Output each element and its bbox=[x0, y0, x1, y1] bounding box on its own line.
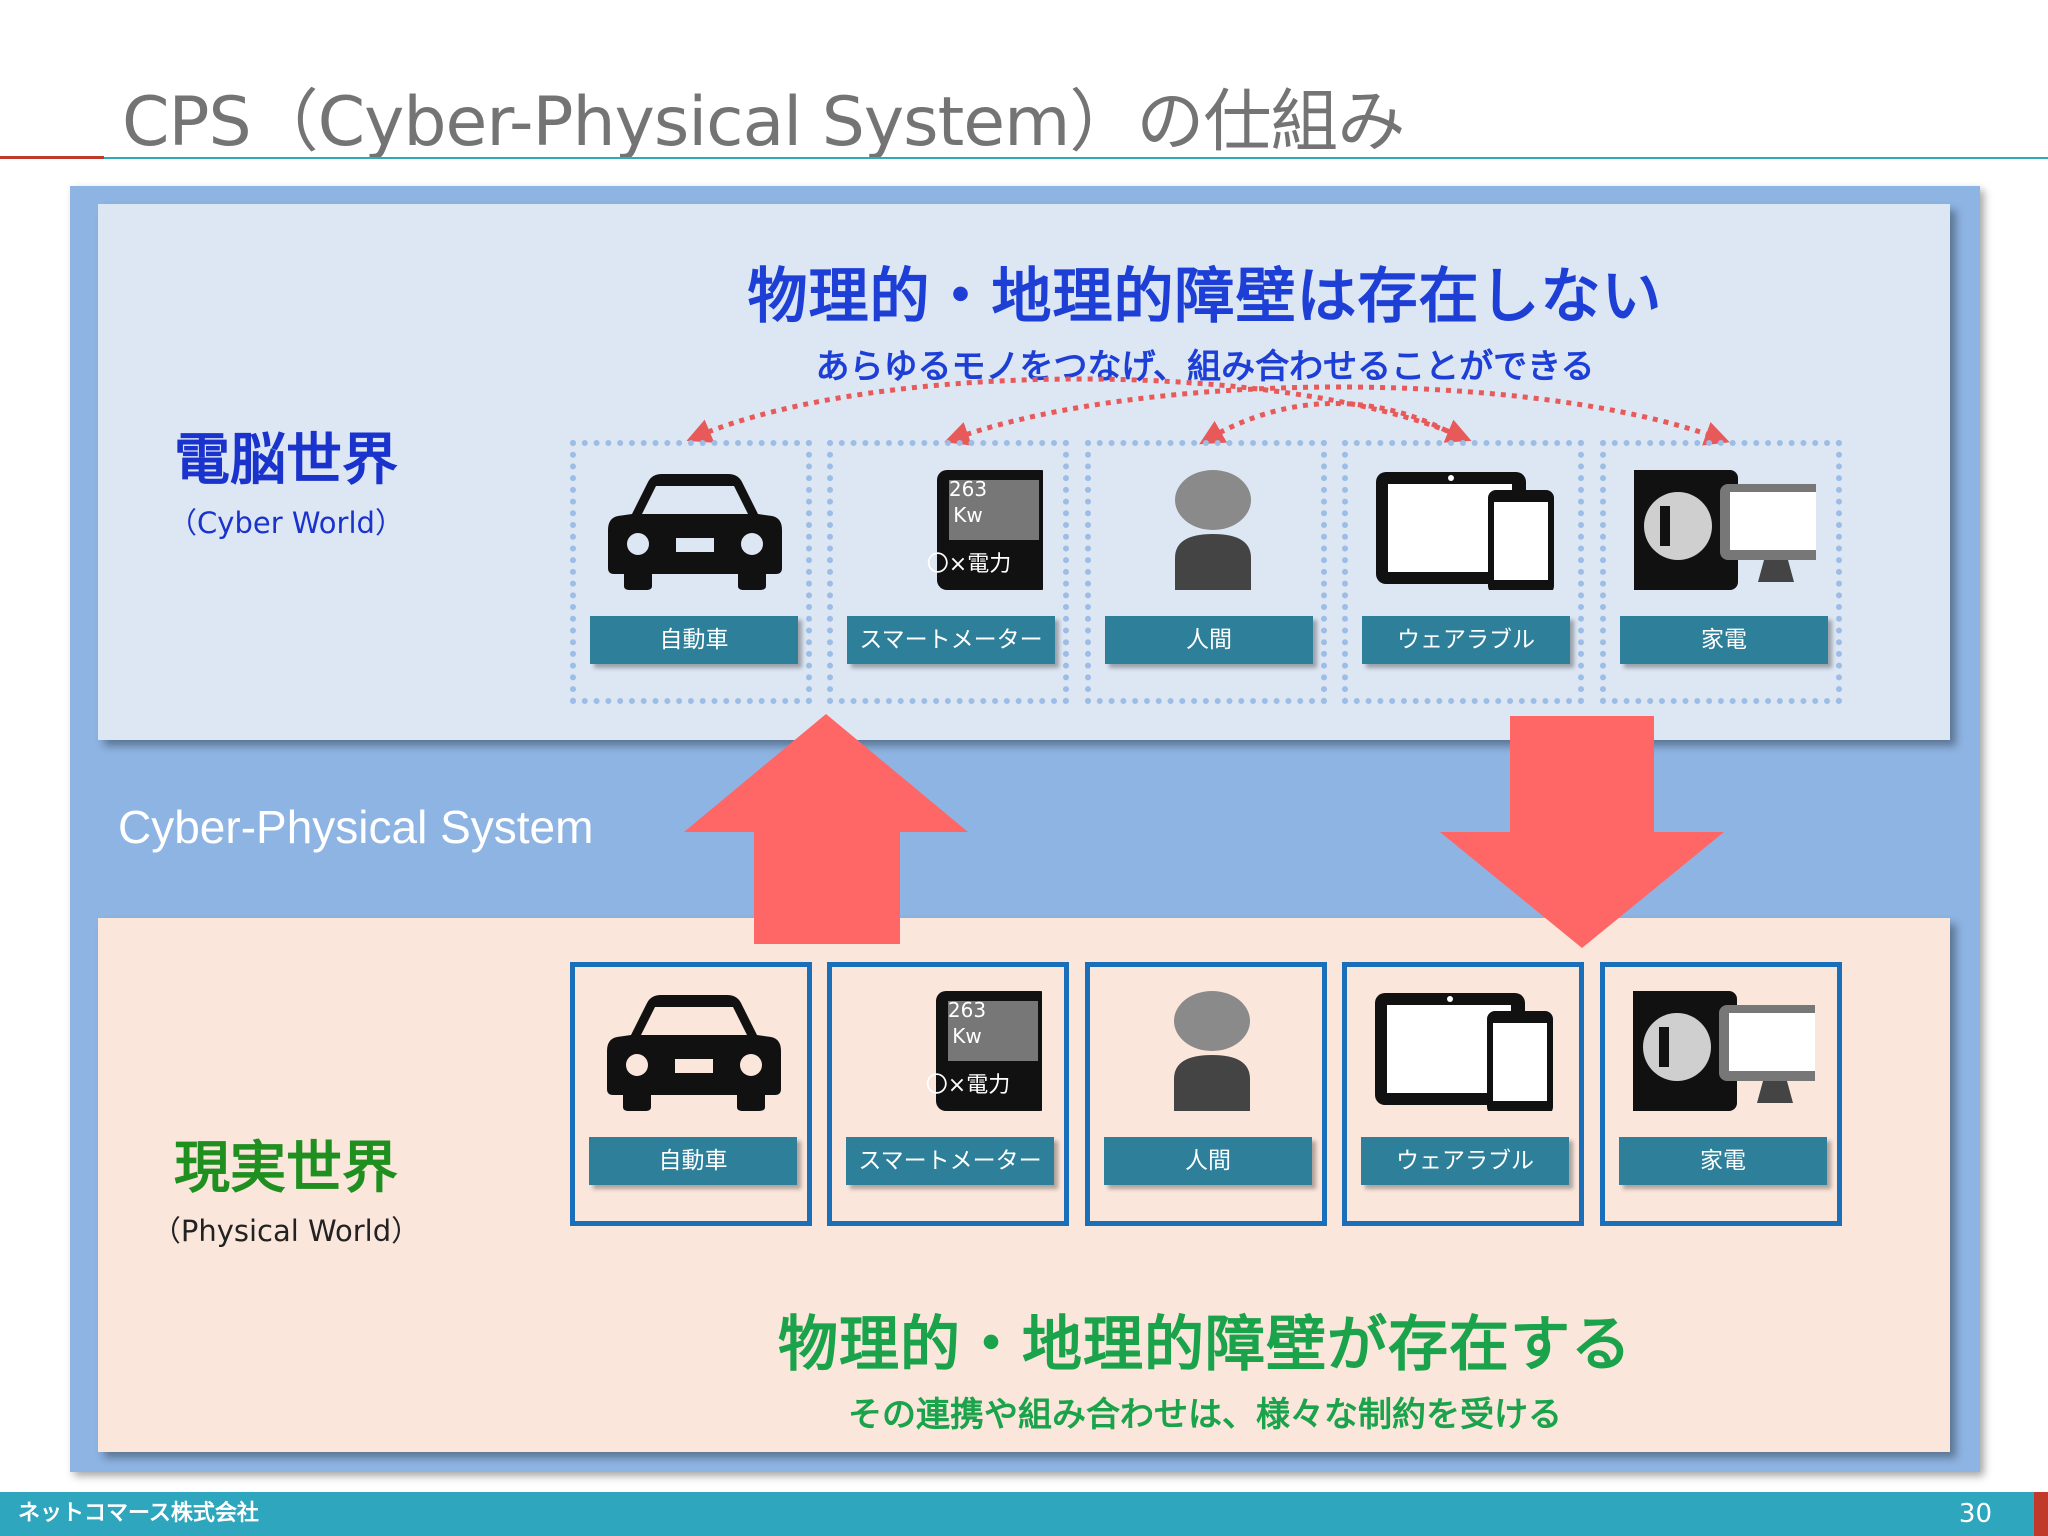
device-label-appliance: 家電 bbox=[1620, 616, 1828, 664]
physical-subheadline: その連携や組み合わせは、様々な制約を受ける bbox=[848, 1395, 1562, 1435]
appliance-icon bbox=[1634, 470, 1816, 590]
physical-world-label: 現実世界 （Physical World） bbox=[150, 1138, 422, 1250]
cyber-device-car: 自動車 bbox=[570, 440, 812, 704]
meter-caption: 〇×電力 bbox=[926, 552, 1012, 577]
physical-world-name-en: （Physical World） bbox=[151, 1213, 421, 1248]
meter-value: 263 bbox=[947, 998, 987, 1022]
physical-device-appliance: 家電 bbox=[1600, 962, 1842, 1226]
cyber-device-wearable: ウェアラブル bbox=[1342, 440, 1584, 704]
device-label-meter: スマートメーター bbox=[847, 616, 1055, 664]
slide-footer: ネットコマース株式会社 30 bbox=[0, 1492, 2048, 1536]
title-rule-accent bbox=[0, 156, 104, 159]
physical-device-meter: 263 Kw 〇×電力 スマートメーター bbox=[827, 962, 1069, 1226]
cyber-world-name: 電脳世界 bbox=[174, 428, 398, 493]
smart-meter-icon bbox=[936, 991, 1042, 1111]
car-icon bbox=[608, 474, 782, 590]
arc-person-wearable bbox=[1199, 401, 1462, 445]
physical-device-car: 自動車 bbox=[570, 962, 812, 1226]
down-arrow bbox=[1440, 716, 1724, 948]
cyber-world-name-en: （Cyber World） bbox=[168, 505, 404, 540]
physical-device-person: 人間 bbox=[1085, 962, 1327, 1226]
tablet-phone-icon bbox=[1376, 472, 1554, 590]
page-number: 30 bbox=[1958, 1499, 1992, 1529]
physical-headline: 物理的・地理的障壁が存在する bbox=[778, 1310, 1632, 1380]
meter-unit: Kw bbox=[952, 1024, 982, 1048]
cyber-device-meter: 263 Kw 〇×電力 スマートメーター bbox=[827, 440, 1069, 704]
tablet-phone-icon bbox=[1375, 993, 1553, 1111]
meter-reading: 263 Kw bbox=[917, 997, 1017, 1049]
device-label-appliance: 家電 bbox=[1619, 1137, 1827, 1185]
meter-caption: 〇×電力 bbox=[925, 1073, 1011, 1098]
meter-value: 263 bbox=[948, 477, 988, 501]
device-label-wearable: ウェアラブル bbox=[1361, 1137, 1569, 1185]
arc-car-wearable bbox=[686, 376, 1472, 443]
cyber-world-label: 電脳世界 （Cyber World） bbox=[150, 430, 422, 542]
device-label-person: 人間 bbox=[1104, 1137, 1312, 1185]
device-label-car: 自動車 bbox=[590, 616, 798, 664]
appliance-icon bbox=[1633, 991, 1815, 1111]
physical-headline-block: 物理的・地理的障壁が存在する その連携や組み合わせは、様々な制約を受ける bbox=[700, 1296, 1710, 1436]
cyber-headline: 物理的・地理的障壁は存在しない bbox=[747, 262, 1663, 332]
cyber-device-person: 人間 bbox=[1085, 440, 1327, 704]
title-rule bbox=[104, 157, 2048, 159]
cyber-subheadline: あらゆるモノをつなげ、組み合わせることができる bbox=[815, 347, 1595, 387]
slide-title: CPS（Cyber-Physical System）の仕組み bbox=[122, 83, 1405, 162]
device-label-person: 人間 bbox=[1105, 616, 1313, 664]
up-arrow bbox=[684, 714, 968, 944]
device-label-wearable: ウェアラブル bbox=[1362, 616, 1570, 664]
device-label-meter: スマートメーター bbox=[846, 1137, 1054, 1185]
company-name: ネットコマース株式会社 bbox=[18, 1501, 259, 1526]
arc-meter-appliance bbox=[944, 384, 1730, 446]
meter-reading: 263 Kw bbox=[918, 476, 1018, 528]
footer-accent bbox=[2034, 1492, 2048, 1536]
person-icon bbox=[1174, 991, 1250, 1111]
system-label: Cyber-Physical System bbox=[118, 801, 594, 853]
physical-device-wearable: ウェアラブル bbox=[1342, 962, 1584, 1226]
meter-unit: Kw bbox=[953, 503, 983, 527]
cyber-device-appliance: 家電 bbox=[1600, 440, 1842, 704]
cyber-headline-block: 物理的・地理的障壁は存在しない あらゆるモノをつなげ、組み合わせることができる bbox=[700, 248, 1710, 388]
device-label-car: 自動車 bbox=[589, 1137, 797, 1185]
person-icon bbox=[1175, 470, 1251, 590]
smart-meter-icon bbox=[937, 470, 1043, 590]
physical-world-name: 現実世界 bbox=[174, 1136, 398, 1201]
car-icon bbox=[607, 995, 781, 1111]
